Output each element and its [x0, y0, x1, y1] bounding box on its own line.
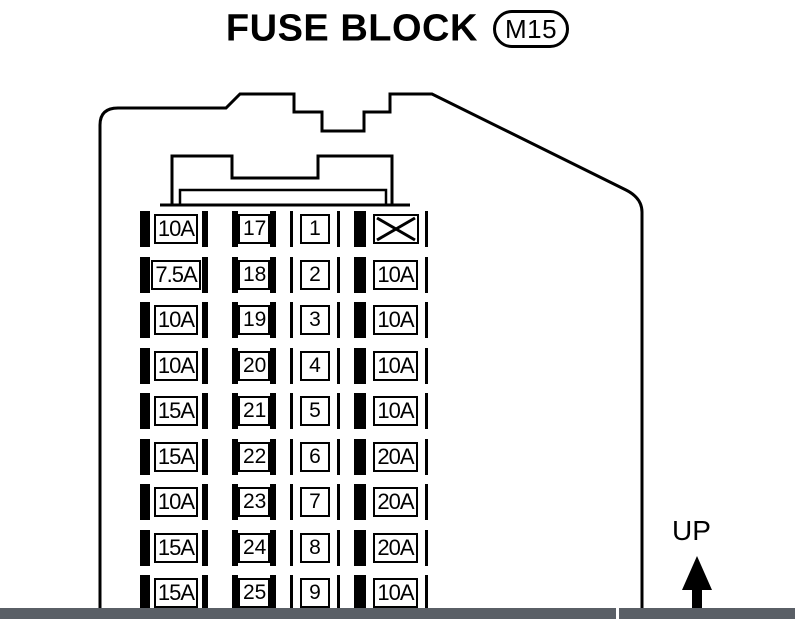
fuse-label: 22: [238, 441, 270, 472]
fuse-label: 6: [300, 441, 330, 472]
fuse-slot: 15A: [140, 438, 208, 475]
fuse-slot: 10A: [354, 256, 428, 293]
fuse-slot: 20A: [354, 529, 428, 566]
fuse-slot: 17: [232, 211, 276, 247]
fuse-slot: 15A: [140, 529, 208, 566]
connector-code-badge: M15: [492, 9, 570, 48]
fuse-label: 20A: [373, 532, 418, 563]
fuse-slot: 10A: [354, 302, 428, 338]
diagram-title: FUSE BLOCK M15: [0, 6, 795, 50]
fuse-label: 10A: [153, 214, 199, 244]
fuse-label: 2: [300, 259, 330, 290]
fuse-label: 9: [300, 578, 330, 608]
fuse-label: 20: [238, 350, 270, 381]
fuse-slot: 8: [290, 529, 340, 566]
fuse-label: 15A: [153, 532, 199, 563]
fuse-slot: 21: [232, 393, 276, 429]
connector-tab-inner: [178, 188, 388, 205]
fuse-slot: 15A: [140, 393, 208, 429]
housing-outline: [98, 92, 644, 619]
fuse-slot: 15A: [140, 575, 208, 611]
fuse-label: 5: [300, 396, 330, 426]
fuse-label: 23: [238, 487, 270, 517]
fuse-slot: 25: [232, 575, 276, 611]
empty-slot-cross-icon: [372, 214, 419, 244]
fuse-label: 20A: [373, 441, 418, 472]
fuse-label: 4: [300, 350, 330, 381]
fuse-slot: 24: [232, 529, 276, 566]
fuse-slot: 18: [232, 256, 276, 293]
fuse-label: 10A: [373, 396, 418, 426]
fuse-slot: 10A: [354, 393, 428, 429]
footer-divider: [616, 608, 619, 619]
fuse-label: 15A: [153, 396, 199, 426]
up-label: UP: [672, 515, 711, 546]
fuse-label: 7: [300, 487, 330, 517]
fuse-slot: 10A: [354, 575, 428, 611]
fuse-label: 20A: [373, 487, 418, 517]
fuse-slot: 20A: [354, 438, 428, 475]
fuse-label: 10A: [153, 305, 199, 335]
connector-tab: [170, 154, 394, 205]
fuse-label: 17: [238, 214, 270, 244]
fuse-slot: 6: [290, 438, 340, 475]
fuse-label: 15A: [153, 441, 199, 472]
fuse-label: 3: [300, 305, 330, 335]
fuse-slot: 4: [290, 347, 340, 384]
title-text: FUSE BLOCK: [225, 7, 478, 50]
fuse-label: 10A: [373, 259, 418, 290]
fuse-label: 19: [238, 305, 270, 335]
fuse-label: 1: [300, 214, 330, 244]
fuse-slot: 9: [290, 575, 340, 611]
fuse-label: 25: [238, 578, 270, 608]
fuse-slot: 20: [232, 347, 276, 384]
fuse-slot: 10A: [354, 347, 428, 384]
fuse-label: 21: [238, 396, 270, 426]
fuse-slot: 2: [290, 256, 340, 293]
fuse-slot: 10A: [140, 211, 208, 247]
fuse-slot: 7: [290, 484, 340, 520]
fuse-label: 7.5A: [151, 259, 201, 290]
fuse-label: 10A: [153, 487, 199, 517]
fuse-slot: 20A: [354, 484, 428, 520]
fuse-slot: 19: [232, 302, 276, 338]
fuse-label: 24: [238, 532, 270, 563]
fuse-label: 10A: [373, 578, 418, 608]
fuse-slot: 10A: [140, 484, 208, 520]
fuse-slot: 7.5A: [140, 256, 208, 293]
footer-bar: [0, 608, 795, 619]
fuse-label: 10A: [373, 350, 418, 381]
fuse-label: 10A: [153, 350, 199, 381]
fuse-slot: 23: [232, 484, 276, 520]
fuse-slot: 10A: [140, 347, 208, 384]
fuse-slot: 22: [232, 438, 276, 475]
fuse-label: 15A: [153, 578, 199, 608]
fuse-slot: 5: [290, 393, 340, 429]
fuse-label: 18: [238, 259, 270, 290]
fuse-slot: 1: [290, 211, 340, 247]
fuse-slot: 10A: [140, 302, 208, 338]
fuse-label: 10A: [373, 305, 418, 335]
fuse-slot: 3: [290, 302, 340, 338]
fuse-label: 8: [300, 532, 330, 563]
fuse-slot-empty: [354, 211, 428, 247]
up-arrow-icon: [682, 556, 712, 608]
